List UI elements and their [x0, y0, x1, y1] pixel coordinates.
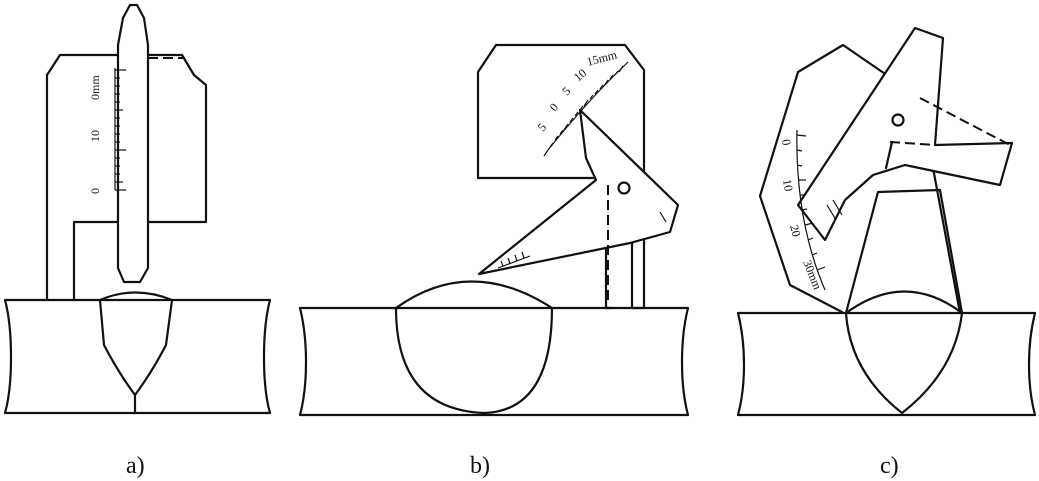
- fig-a-scale: [114, 68, 126, 191]
- caption-c: c): [880, 453, 899, 479]
- fig-a-scale-label-0: 0: [88, 188, 102, 194]
- fig-c-scale-label-30mm: 30mm: [800, 258, 825, 292]
- fig-c-base-plate: [736, 311, 1037, 417]
- fig-b-arc-scale: [543, 61, 629, 157]
- fig-c-scale-label-10: 10: [780, 178, 796, 192]
- figure-a: 0mm 10 0 a): [3, 3, 272, 479]
- fig-b-scale-label-0: 0: [547, 100, 562, 114]
- fig-b-gauge-body: [476, 43, 646, 310]
- fig-c-weld-bead: [844, 311, 964, 415]
- fig-c-arc-scale: [796, 129, 826, 291]
- fig-b-weld-cap: [394, 280, 554, 310]
- fig-b-scale-label-15mm: 15mm: [585, 47, 619, 69]
- fig-a-scale-label-10: 10: [88, 130, 102, 142]
- fig-a-sliding-ruler: [116, 3, 150, 284]
- fig-c-lower-arm: [844, 188, 964, 315]
- fig-b-scale-label-5-left: 5: [535, 120, 550, 134]
- fig-b-scale-label-5: 5: [559, 84, 573, 98]
- fig-c-weld-cap: [844, 290, 964, 315]
- fig-c-scale-label-20: 20: [787, 223, 804, 238]
- caption-b: b): [470, 453, 490, 479]
- fig-c-blade-mark-1: [826, 204, 837, 221]
- fig-c-guide-line-3: [884, 140, 894, 170]
- fig-a-base-plate: [3, 298, 272, 415]
- fig-b-pivot-icon: [617, 181, 631, 195]
- fig-c-guide-line-1: [919, 97, 1011, 146]
- fig-c-guide-line-2: [889, 141, 936, 146]
- fig-c-sliding-blade: [796, 26, 1014, 242]
- fig-c-blade-mark-2: [832, 199, 843, 216]
- fig-b-small-scale: [497, 251, 531, 269]
- fig-b-pointer-arm: [477, 108, 680, 276]
- figure-c: 0 10 20 30mm c): [736, 26, 1037, 479]
- fig-a-weld-bead: [98, 291, 174, 397]
- figure-b: 5 0 5 10 15mm b): [298, 43, 690, 479]
- fig-b-weld-bead: [394, 306, 554, 415]
- fig-b-scale-label-10: 10: [571, 66, 589, 84]
- caption-a: a): [126, 453, 145, 479]
- fig-c-scale-label-0: 0: [779, 138, 794, 146]
- fig-a-scale-label-0mm: 0mm: [88, 75, 102, 100]
- fig-b-base-plate: [298, 306, 690, 417]
- fig-c-pivot-icon: [891, 113, 905, 127]
- fig-b-arm-mark: [659, 211, 667, 223]
